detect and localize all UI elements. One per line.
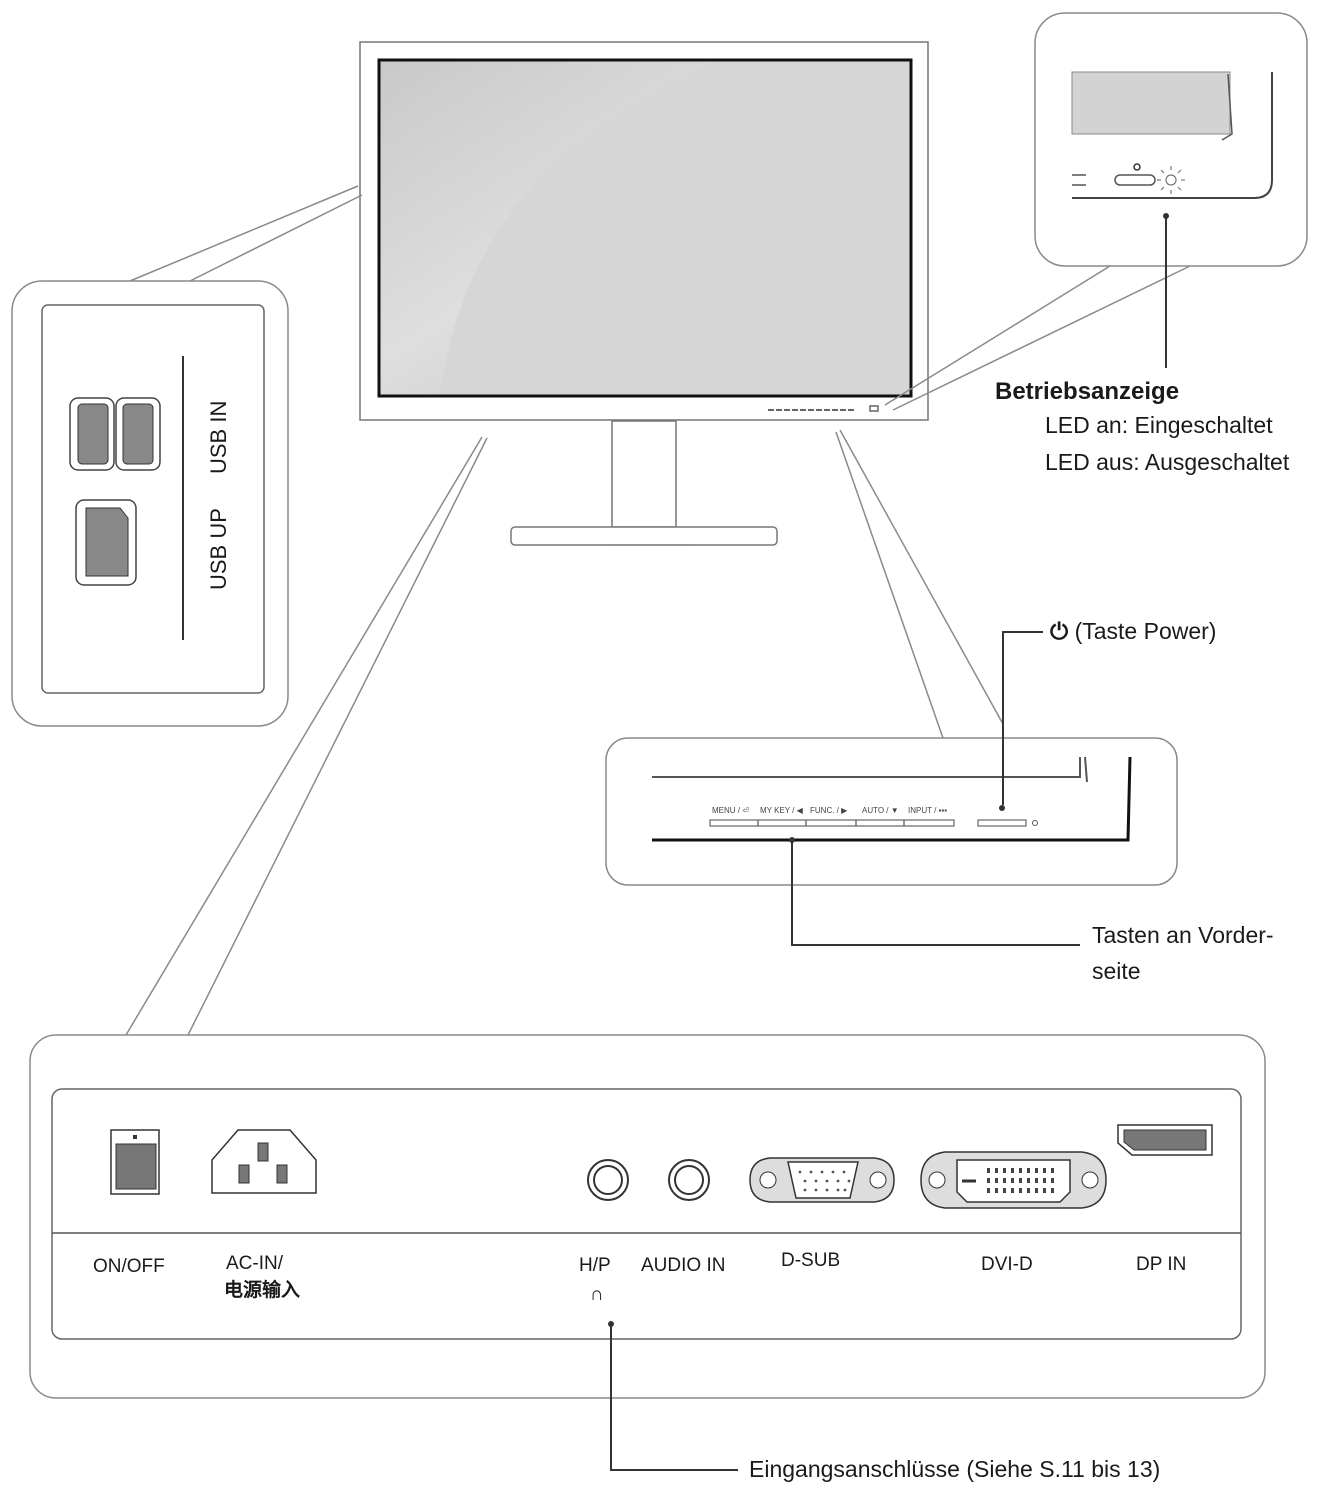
power-button-text: (Taste Power) [1074,618,1217,644]
front-key-func: FUNC. / ▶ [810,806,848,815]
dsub-port [749,1157,895,1203]
monitor [359,41,929,546]
power-icon: ⏻ [1050,618,1069,644]
on-off-label: ON/OFF [93,1256,165,1277]
ac-in-label-2: 电源输入 [224,1280,301,1301]
front-buttons-label-2: seite [1092,958,1141,984]
headphone-icon: ∩ [590,1284,604,1305]
led-glow-icon [1157,166,1185,194]
led-on-label: LED an: Eingeschaltet [1045,412,1273,438]
usb-callout [11,280,289,727]
ac-in-socket [211,1129,317,1194]
rear-ports-callout [29,1034,1266,1471]
power-led-callout [1034,12,1308,368]
audio-in-label: AUDIO IN [641,1255,726,1276]
front-buttons-label-1: Tasten an Vorder- [1092,922,1274,948]
usb-in-ports [69,397,161,471]
headphone-jack [587,1159,629,1201]
ac-in-label-1: AC-IN/ [226,1253,283,1274]
front-key-auto: AUTO / ▼ [862,806,899,815]
usb-in-label: USB IN [206,400,231,474]
front-key-menu: MENU / ⏎ [712,806,749,815]
screen-glare [440,60,911,396]
audio-in-jack [668,1159,710,1201]
monitor-stand-neck [611,420,677,528]
dvid-port [920,1151,1107,1209]
led-off-label: LED aus: Ausgeschaltet [1045,449,1290,475]
usb-up-port [75,499,137,586]
dvid-label: DVI-D [981,1254,1033,1275]
input-connectors-label: Eingangsanschlüsse (Siehe S.11 bis 13) [749,1456,1161,1482]
monitor-screen-border [377,58,913,398]
front-buttons-callout [605,631,1178,946]
monitor-stand-base [510,526,778,546]
front-key-input: INPUT / ▪▪▪ [908,806,948,815]
callout-lines [125,185,1191,1036]
dsub-label: D-SUB [781,1250,841,1271]
dp-in-label: DP IN [1136,1254,1187,1275]
displayport-port [1117,1124,1213,1156]
power-switch [110,1129,160,1195]
hp-label: H/P [579,1255,611,1276]
power-indicator-title: Betriebsanzeige [995,378,1180,405]
front-button-strips [709,819,1027,827]
usb-up-label: USB UP [206,508,231,590]
power-button-label: ⏻ (Taste Power) [1050,618,1216,646]
front-key-mykey: MY KEY / ◀ [760,806,803,815]
